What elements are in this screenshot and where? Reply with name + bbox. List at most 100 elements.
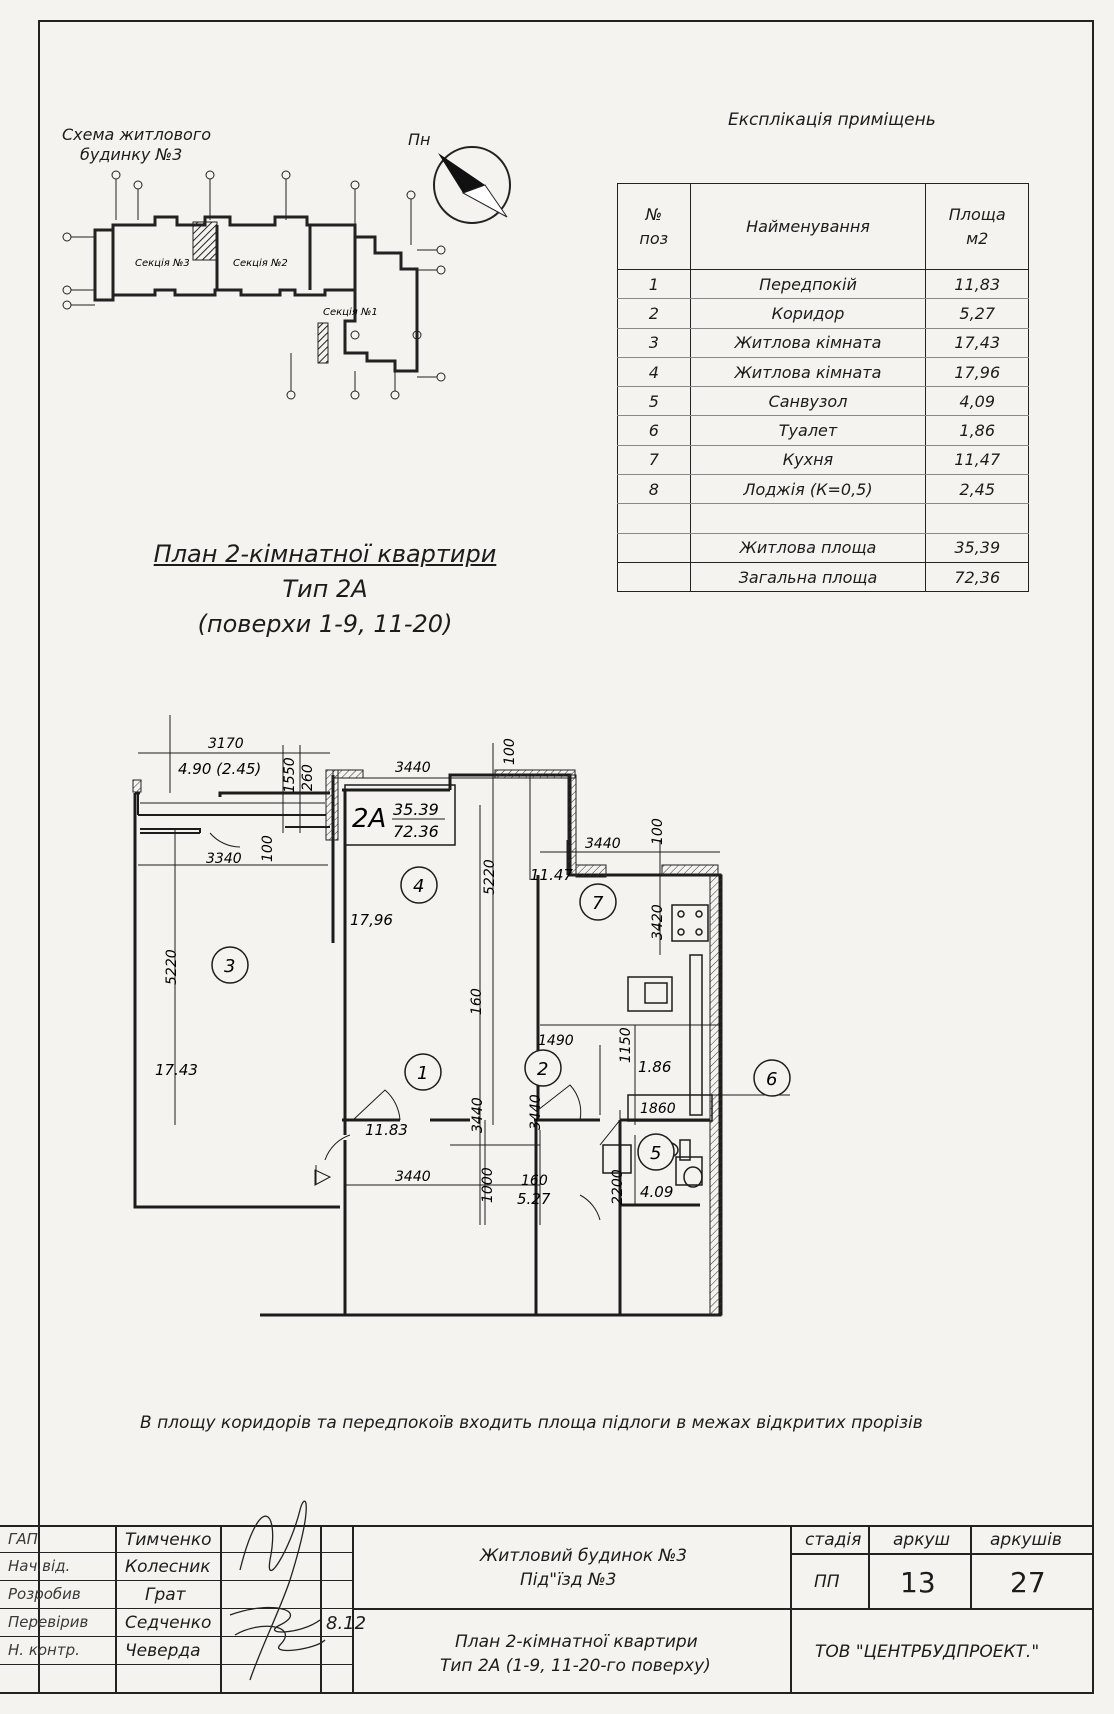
area-room-7: 11.47 — [530, 866, 573, 884]
row-pos — [617, 503, 691, 534]
header-name: Найменування — [689, 183, 927, 270]
room-number-1: 1 — [417, 1063, 428, 1084]
area-loggia: 4.90 (2.45) — [178, 760, 261, 778]
dim-160-wall: 160 — [469, 988, 485, 1015]
dim-2200: 2200 — [610, 1169, 626, 1205]
dim-3440-bottom: 3440 — [395, 1169, 431, 1185]
building-outline — [93, 215, 419, 373]
plan-floors: (поверхи 1-9, 11-20) — [197, 610, 453, 638]
floor-plan: 8 3 4 7 1 2 5 6 2А 35.39 72.36 4.90 (2.4… — [132, 715, 791, 1317]
row-area — [925, 503, 1029, 534]
signature-icon — [229, 1500, 326, 1681]
scheme-axes — [62, 170, 446, 400]
plan-title: План 2-кімнатної квартири — [153, 540, 497, 568]
room-marker-2 — [524, 1049, 562, 1087]
dim-3440-kitchen: 3440 — [585, 836, 621, 852]
total-living-area: 35,39 — [925, 532, 1029, 563]
stage-value: ПП — [814, 1572, 840, 1592]
dim-3440-corridor: 3440 — [528, 1094, 544, 1130]
north-arrow-icon — [433, 146, 511, 224]
apt-type: 2А — [352, 804, 386, 834]
dim-1550: 1550 — [282, 757, 298, 793]
row-name: Кухня — [689, 445, 927, 476]
room-number-2: 2 — [537, 1059, 548, 1080]
row-pos: 8 — [617, 474, 691, 505]
explication-title: Експлікація приміщень — [728, 110, 936, 130]
row-name: Санвузол — [689, 386, 927, 417]
dim-3170: 3170 — [208, 736, 244, 752]
sheet-subtitle: Тип 2А (1-9, 11-20-го поверху) — [440, 1656, 711, 1676]
table-row — [617, 503, 1029, 534]
scheme-title: Схема житлового будинку №3 — [62, 125, 211, 165]
explication-header-row: № поз Найменування Площа м2 — [617, 183, 1029, 270]
dim-3440-top: 3440 — [395, 760, 431, 776]
area-room-4: 17,96 — [350, 911, 393, 929]
role-checked: Перевірив — [8, 1613, 89, 1631]
doors — [314, 1084, 621, 1221]
row-area: 4,09 — [925, 386, 1029, 417]
apt-label-box — [344, 784, 456, 846]
room-number-5: 5 — [650, 1143, 661, 1164]
name-checked: Седченко — [125, 1613, 212, 1633]
area-note: В площу коридорів та передпокоїв входить… — [140, 1413, 923, 1433]
area-room-5: 4.09 — [640, 1183, 673, 1201]
row-name — [689, 503, 927, 534]
row-area: 11,47 — [925, 445, 1029, 476]
row-name: Туалет — [689, 415, 927, 446]
name-gap: Тимченко — [125, 1530, 212, 1550]
room-number-4: 4 — [413, 876, 424, 897]
row-pos: 3 — [617, 328, 691, 358]
fixtures — [602, 904, 713, 1188]
header-pos: № поз — [617, 183, 691, 270]
row-pos: 4 — [617, 357, 691, 388]
row-area: 2,45 — [925, 474, 1029, 505]
dim-1000: 1000 — [480, 1167, 496, 1203]
room-number-3: 3 — [224, 956, 235, 977]
dim-3440-hall: 3440 — [470, 1097, 486, 1133]
dim-5220-left: 5220 — [164, 949, 180, 985]
row-pos: 6 — [617, 415, 691, 446]
name-head: Колесник — [125, 1557, 211, 1577]
sign-date: 8.12 — [326, 1613, 367, 1634]
scheme-title-line2: будинку №3 — [80, 145, 183, 164]
dim-260: 260 — [300, 764, 316, 791]
dim-1490: 1490 — [538, 1033, 574, 1049]
row-pos: 1 — [617, 269, 691, 300]
row-area: 17,43 — [925, 328, 1029, 358]
dim-1860: 1860 — [640, 1101, 676, 1117]
total-area-value: 72,36 — [925, 561, 1029, 593]
role-developed: Розробив — [8, 1585, 81, 1603]
dim-3340: 3340 — [206, 851, 242, 867]
row-area: 17,96 — [925, 357, 1029, 388]
row-area: 5,27 — [925, 298, 1029, 329]
room-marker-3 — [211, 946, 249, 984]
role-head: Нач.від. — [8, 1557, 71, 1575]
area-room-6: 1.86 — [638, 1058, 671, 1076]
room-markers — [211, 866, 791, 1171]
area-room-1: 11.83 — [365, 1121, 408, 1139]
company-name: ТОВ "ЦЕНТРБУДПРОЕКТ." — [815, 1642, 1040, 1662]
room-marker-6 — [753, 1059, 791, 1097]
dim-5220-center: 5220 — [482, 859, 498, 895]
dim-100-kitchen: 100 — [650, 818, 666, 845]
dim-3420: 3420 — [650, 904, 666, 940]
plan-type: Тип 2А — [282, 575, 368, 603]
scheme-section-2-label: Секція №2 — [233, 257, 288, 269]
project-name: Житловий будинок №3 — [480, 1546, 688, 1566]
row-pos: 2 — [617, 298, 691, 329]
dim-1150: 1150 — [618, 1027, 634, 1063]
row-pos: 5 — [617, 386, 691, 417]
room-number-7: 7 — [592, 893, 604, 914]
scheme-title-line1: Схема житлового — [62, 125, 212, 144]
total-area-label: Загальна площа — [689, 561, 927, 593]
dim-160-bottom: 160 — [521, 1173, 548, 1189]
